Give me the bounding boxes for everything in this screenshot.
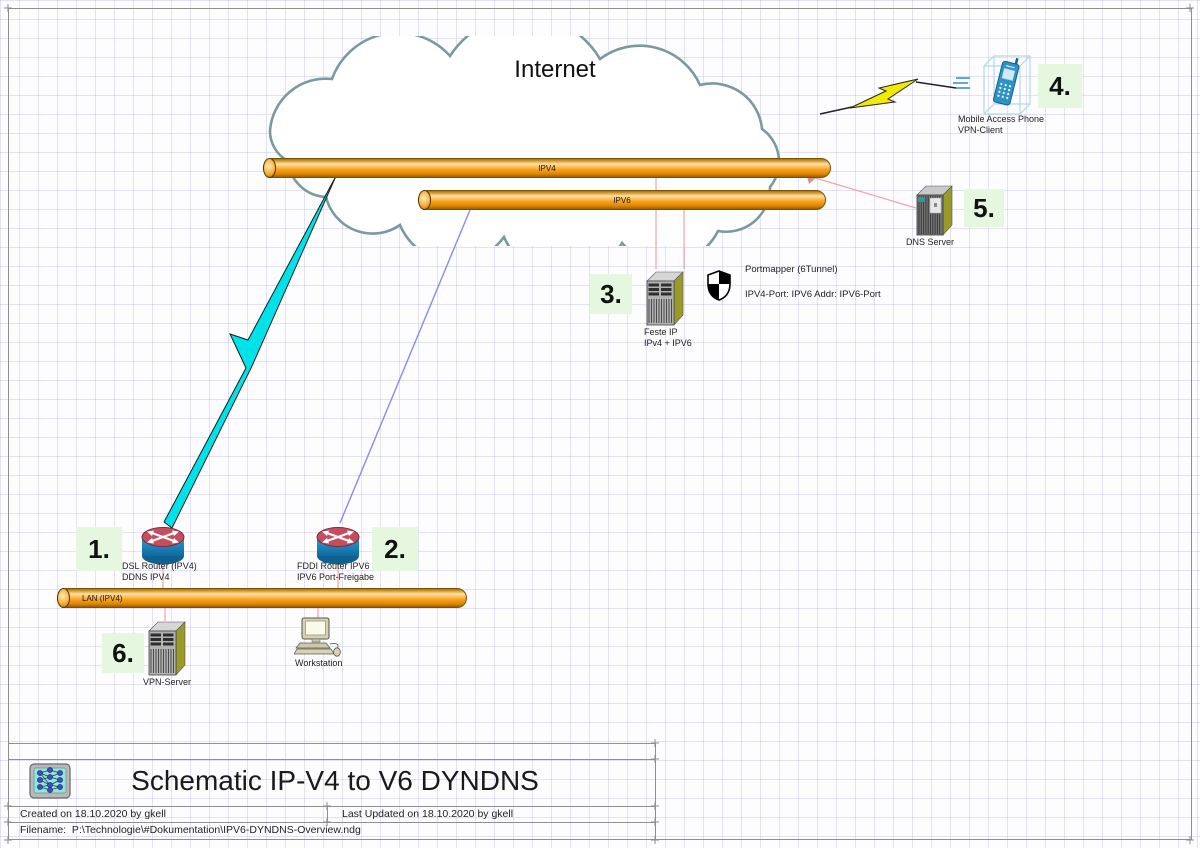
badge-4: 4. xyxy=(1038,64,1082,108)
vpn-server-icon[interactable] xyxy=(144,619,190,677)
feste-ip-server-icon[interactable] xyxy=(642,269,688,327)
pipe-lan[interactable]: LAN (IPV4) xyxy=(57,588,467,608)
titleblock-right-line xyxy=(655,743,656,840)
schematic-title: Schematic IP-V4 to V6 DYNDNS xyxy=(131,765,539,796)
portmapper-shield-icon[interactable] xyxy=(707,270,731,301)
dsl-router-label: DSL Router (IPV4)DDNS IPV4 xyxy=(122,561,197,583)
dns-server-label: DNS Server xyxy=(906,237,955,247)
workstation-icon[interactable] xyxy=(294,616,344,660)
workstation-label: Workstation xyxy=(295,658,343,668)
titleblock-top-line xyxy=(8,743,656,744)
badge-5: 5. xyxy=(964,189,1004,227)
titleblock-row-line xyxy=(8,806,656,807)
titleblock-divider xyxy=(327,806,328,822)
pipe-ipv6-label: IPV6 xyxy=(613,195,631,205)
updated-text: Last Updated on 18.10.2020 by gkell xyxy=(342,808,514,820)
filename-text: Filename: P:\Technologie\#Dokumentation\… xyxy=(20,824,361,836)
badge-2: 2. xyxy=(372,527,418,571)
created-text: Created on 18.10.2020 by gkell xyxy=(20,808,166,820)
vpn-server-label: VPN-Server xyxy=(143,677,192,687)
mobile-phone-icon[interactable] xyxy=(950,54,1034,118)
badge-1: 1. xyxy=(76,527,122,571)
pipe-ipv4[interactable]: IPV4 xyxy=(263,158,831,178)
portmapper-note-line2: IPV4-Port: IPV6 Addr: IPV6-Port xyxy=(745,289,881,300)
pipe-ipv6[interactable]: IPV6 xyxy=(418,190,826,210)
badge-3: 3. xyxy=(590,274,632,314)
app-logo-icon xyxy=(29,763,71,799)
dns-server-icon[interactable] xyxy=(913,183,957,237)
pipe-ipv4-label: IPV4 xyxy=(538,163,556,173)
pipe-lan-label: LAN (IPV4) xyxy=(82,593,123,603)
badge-6: 6. xyxy=(102,633,144,673)
internet-cloud-label: Internet xyxy=(514,56,596,83)
titleblock-row-line2 xyxy=(8,822,656,823)
titleblock-inner-line xyxy=(8,759,656,760)
pipe-end-cap xyxy=(263,158,276,178)
portmapper-note-line1: Portmapper (6Tunnel) xyxy=(745,264,838,275)
pipe-end-cap xyxy=(57,588,70,608)
pipe-end-cap xyxy=(418,190,431,210)
